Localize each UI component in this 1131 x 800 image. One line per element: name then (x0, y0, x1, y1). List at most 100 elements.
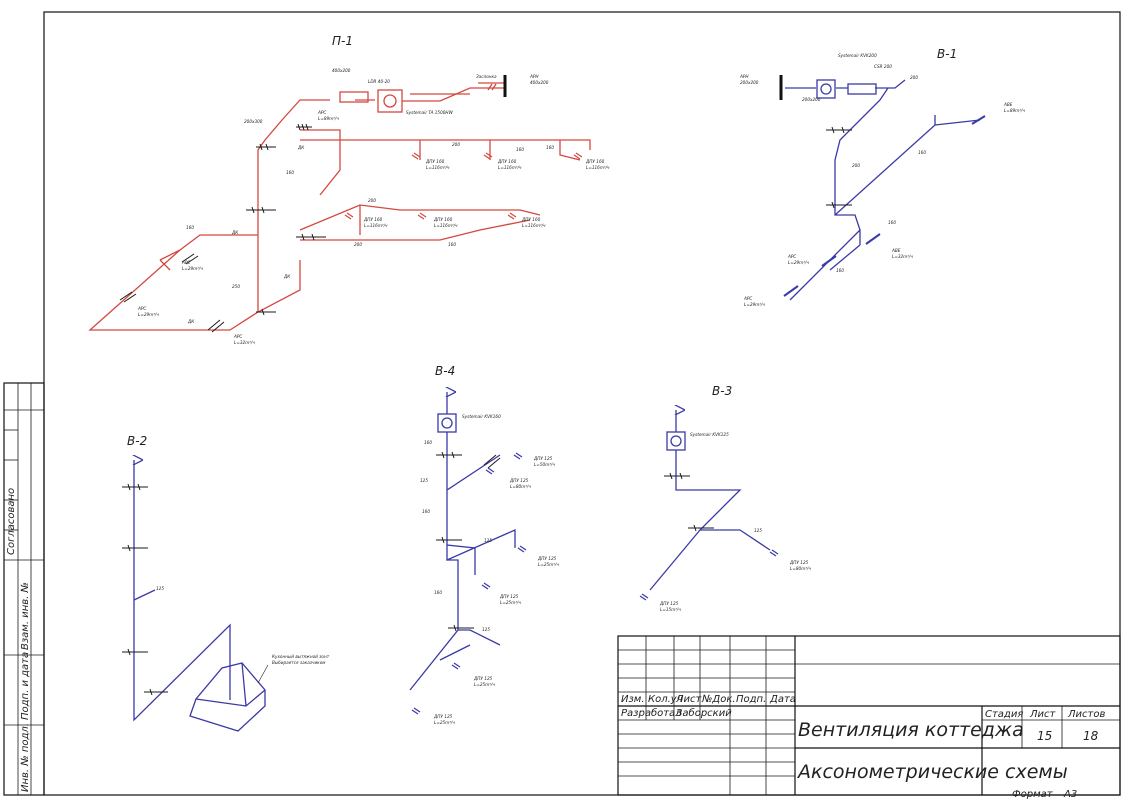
p1-branch-a (300, 129, 341, 196)
p1-arc1: АРС (317, 110, 326, 115)
p1-dpu-e: ДПУ 160 (433, 217, 453, 222)
p1-dk2: ДК (231, 230, 239, 235)
tb-sheets-total: 18 (1083, 729, 1099, 743)
p1-dpu-c-flow: L=116m³/ч (586, 165, 610, 170)
v3-fan: Systemair KVK125 (690, 432, 729, 437)
tb-sheet-title: Аксонометрические схемы (796, 761, 1068, 783)
v1-abe1: АВЕ (1003, 102, 1013, 107)
p1-arc1-flow: L=89m³/ч (318, 116, 339, 121)
tb-header-podp: Подп. (736, 694, 766, 705)
tb-sheet-label: Лист (1029, 709, 1057, 720)
stamp-podp-data: Подп. и дата (20, 652, 31, 720)
format-value: А3 (1063, 789, 1077, 800)
v1-d160a: 160 (918, 150, 926, 155)
p1-d200b: 200 (368, 198, 376, 203)
v1-main-duct (785, 79, 906, 245)
p1-heater-box (377, 89, 403, 113)
stamp-vzam: Взам. инв. № (20, 582, 31, 650)
p1-main-duct (257, 82, 505, 312)
v4-d125b: 125 (484, 538, 492, 543)
v4-dpu6: ДПУ 125 (433, 714, 453, 719)
v1-csr-box (847, 83, 877, 95)
tb-header-ndok: №Док. (701, 694, 736, 705)
v1-arc2-flow: L=29m³/ч (744, 302, 765, 307)
system-v4: В-4 Systemair KVK160 160 125 ДПУ 125 L=5… (409, 364, 559, 725)
system-v1: В-1 АРН 200x200 Systemair KVK200 CSR 200… (739, 47, 1025, 307)
v1-200x200: 200x200 (802, 97, 821, 102)
p1-dpu-a-flow: L=116m³/ч (426, 165, 450, 170)
stamp-soglasovano: Согласовано (6, 488, 17, 555)
p1-dk3: ДК (283, 274, 291, 279)
v1-arn-size: 200x200 (740, 80, 759, 85)
p1-dpu-d: ДПУ 160 (363, 217, 383, 222)
v3-dpu2-flow: L=15m³/ч (660, 607, 681, 612)
p1-dpu-d-flow: L=116m³/ч (364, 223, 388, 228)
p1-dpu-c: ДПУ 160 (585, 159, 605, 164)
v3-d125: 125 (754, 528, 762, 533)
v4-d160b: 160 (422, 509, 430, 514)
p1-arc2-flow: L=29m³/ч (182, 266, 203, 271)
sheet-frame (43, 11, 1121, 796)
v1-d160b: 160 (888, 220, 896, 225)
p1-dk1: ДК (297, 145, 305, 150)
v2-d125: 125 (156, 586, 164, 591)
v1-branches (789, 115, 981, 301)
title-block: Изм. Кол.уч Лист №Док. Подп. Дата Разраб… (617, 635, 1121, 796)
p1-dpu-b: ДПУ 160 (497, 159, 517, 164)
v4-dpu5: ДПУ 125 (473, 676, 493, 681)
v4-dpu1: ДПУ 125 (533, 456, 553, 461)
v4-dpu4-flow: L=25m³/ч (500, 600, 521, 605)
v1-abe1-flow: L=89m³/ч (1004, 108, 1025, 113)
tb-developer-role: Разработал (621, 707, 682, 719)
v4-dpu2-flow: L=80m³/ч (510, 484, 531, 489)
v4-dpu3: ДПУ 125 (537, 556, 557, 561)
tb-header-izm: Изм. (621, 694, 645, 705)
v3-duct (649, 450, 771, 591)
p1-arc4-flow: L=32m³/ч (234, 340, 255, 345)
tb-developer-name: Заборский (676, 707, 732, 719)
tb-sheets-label: Листов (1067, 709, 1105, 720)
p1-dpu-f: ДПУ 160 (521, 217, 541, 222)
p1-arc3: АРС (137, 306, 146, 311)
p1-arn-size: 400x200 (530, 80, 549, 85)
v3-dpu2: ДПУ 125 (659, 601, 679, 606)
v2-title: В-2 (127, 434, 147, 448)
v1-arc2: АРС (743, 296, 752, 301)
v3-dpu1-flow: L=80m³/ч (790, 566, 811, 571)
p1-dpu-f-flow: L=116m³/ч (522, 223, 546, 228)
stamp-inv: Инв. № подл. (20, 723, 31, 792)
v1-d160c: 160 (836, 268, 844, 273)
p1-dk4: ДК (187, 319, 195, 324)
p1-d160d: 160 (448, 242, 456, 247)
p1-ldr: LDR 40-20 (368, 79, 390, 84)
p1-d160b: 160 (546, 145, 554, 150)
v1-d200b: 200 (852, 163, 860, 168)
v4-dpu1-flow: L=50m³/ч (534, 462, 555, 467)
v4-title: В-4 (435, 364, 455, 378)
left-stamp: Согласовано Взам. инв. № Подп. и дата Ин… (3, 382, 45, 796)
p1-branch-b (300, 139, 591, 161)
p1-arc3-flow: L=29m³/ч (138, 312, 159, 317)
v3-dpu1: ДПУ 125 (789, 560, 809, 565)
p1-d200c: 200 (354, 242, 362, 247)
v2-hood (189, 662, 266, 732)
v4-dpu6-flow: L=25m³/ч (434, 720, 455, 725)
p1-arc4: АРС (233, 334, 242, 339)
system-p1: П-1 (88, 34, 610, 345)
p1-heater-circle (383, 94, 397, 108)
p1-heater: Systemair TA 1500HW (406, 110, 454, 115)
v1-d200a: 200 (910, 75, 918, 80)
v1-abe2: АВЕ (891, 248, 901, 253)
v1-title: В-1 (937, 47, 957, 61)
p1-dpu-b-flow: L=116m³/ч (498, 165, 522, 170)
p1-d160e: 160 (186, 225, 194, 230)
v4-fan: Systemair KVK160 (462, 414, 501, 419)
v2-note1: Кухонный вытяжной зонт (272, 654, 330, 659)
tb-stage-label: Стадия (985, 709, 1023, 720)
v1-fan: Systemair KVK200 (838, 53, 877, 58)
v1-arc1-flow: L=29m³/ч (788, 260, 809, 265)
v4-d125c: 125 (482, 627, 490, 632)
p1-d250: 250 (232, 284, 240, 289)
p1-ldr-box (339, 91, 369, 103)
